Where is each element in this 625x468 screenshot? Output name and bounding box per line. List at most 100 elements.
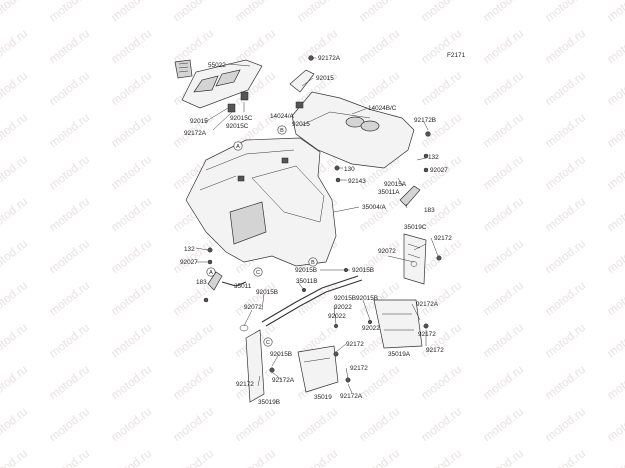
watermark-text: motod.ru bbox=[108, 152, 154, 192]
watermark-text: motod.ru bbox=[604, 446, 625, 468]
watermark-text: motod.ru bbox=[46, 236, 92, 276]
watermark-text: motod.ru bbox=[604, 26, 625, 66]
part-label: 35011B bbox=[296, 278, 318, 285]
part-label: 92015B bbox=[270, 351, 292, 358]
watermark-text: motod.ru bbox=[480, 68, 526, 108]
watermark-text: motod.ru bbox=[480, 362, 526, 402]
watermark-text: motod.ru bbox=[418, 362, 464, 402]
part-label: 183 bbox=[424, 207, 435, 214]
part-label: 92027 bbox=[180, 259, 198, 266]
watermark-text: motod.ru bbox=[46, 68, 92, 108]
part-label: 92072 bbox=[244, 304, 262, 311]
watermark-text: motod.ru bbox=[108, 110, 154, 150]
svg-text:C: C bbox=[266, 340, 270, 346]
watermark-text: motod.ru bbox=[232, 0, 278, 24]
watermark-text: motod.ru bbox=[480, 26, 526, 66]
watermark-text: motod.ru bbox=[232, 26, 278, 66]
watermark-text: motod.ru bbox=[232, 404, 278, 444]
watermark-text: motod.ru bbox=[0, 68, 30, 108]
part-label: 92015C bbox=[226, 123, 249, 130]
bracket-183-b bbox=[207, 271, 223, 291]
part-label: 92172A bbox=[184, 130, 207, 137]
part-label: 92143 bbox=[348, 178, 366, 185]
watermark-text: motod.ru bbox=[604, 362, 625, 402]
watermark-text: motod.ru bbox=[46, 194, 92, 234]
watermark-text: motod.ru bbox=[294, 0, 340, 24]
watermark-text: motod.ru bbox=[170, 320, 216, 360]
watermark-text: motod.ru bbox=[356, 194, 402, 234]
watermark-text: motod.ru bbox=[418, 446, 464, 468]
watermark-text: motod.ru bbox=[46, 446, 92, 468]
watermark-text: motod.ru bbox=[356, 446, 402, 468]
watermark-text: motod.ru bbox=[232, 446, 278, 468]
watermark-text: motod.ru bbox=[480, 194, 526, 234]
part-label: 35019 bbox=[314, 394, 332, 401]
watermark-text: motod.ru bbox=[46, 278, 92, 318]
svg-text:A: A bbox=[209, 270, 213, 276]
watermark-text: motod.ru bbox=[108, 278, 154, 318]
watermark-text: motod.ru bbox=[46, 110, 92, 150]
watermark-text: motod.ru bbox=[356, 404, 402, 444]
watermark-text: motod.ru bbox=[294, 404, 340, 444]
watermark-text: motod.ru bbox=[480, 0, 526, 24]
stay-35011b bbox=[261, 275, 363, 327]
watermark-text: motod.ru bbox=[604, 0, 625, 24]
callout-marker-c: C bbox=[253, 267, 263, 277]
watermark-text: motod.ru bbox=[0, 446, 30, 468]
mud-flap-35019 bbox=[297, 345, 339, 393]
watermark-text: motod.ru bbox=[542, 26, 588, 66]
part-label: 92015 bbox=[190, 118, 208, 125]
part-label: 92172A bbox=[416, 301, 439, 308]
mud-flap-35019a bbox=[373, 299, 423, 349]
watermark-text: motod.ru bbox=[170, 404, 216, 444]
watermark-text: motod.ru bbox=[418, 0, 464, 24]
watermark-text: motod.ru bbox=[108, 68, 154, 108]
watermark-text: motod.ru bbox=[542, 404, 588, 444]
watermark-text: motod.ru bbox=[0, 152, 30, 192]
svg-text:C: C bbox=[256, 270, 260, 276]
part-label: 35019B bbox=[258, 399, 280, 406]
part-label: 35019A bbox=[388, 351, 411, 358]
watermark-text: motod.ru bbox=[46, 0, 92, 24]
watermark-text: motod.ru bbox=[604, 194, 625, 234]
watermark-text: motod.ru bbox=[108, 404, 154, 444]
part-label: 92015B bbox=[352, 267, 374, 274]
figure-reference: F2171 bbox=[447, 52, 466, 59]
bracket-tag-icon bbox=[174, 59, 193, 79]
watermark-text: motod.ru bbox=[170, 26, 216, 66]
part-label: 132 bbox=[184, 246, 195, 253]
watermark-text: motod.ru bbox=[604, 320, 625, 360]
watermark-text: motod.ru bbox=[604, 110, 625, 150]
part-label: 92022 bbox=[334, 304, 352, 311]
part-label: 130 bbox=[344, 166, 355, 173]
inner-panel-55022 bbox=[181, 59, 263, 113]
watermark-text: motod.ru bbox=[542, 278, 588, 318]
watermark-text: motod.ru bbox=[356, 68, 402, 108]
part-label: 92072 bbox=[378, 248, 396, 255]
watermark-text: motod.ru bbox=[108, 26, 154, 66]
watermark-text: motod.ru bbox=[418, 26, 464, 66]
watermark-text: motod.ru bbox=[108, 194, 154, 234]
watermark-text: motod.ru bbox=[418, 68, 464, 108]
part-label: 92172 bbox=[418, 331, 436, 338]
watermark-text: motod.ru bbox=[480, 404, 526, 444]
svg-text:A: A bbox=[236, 144, 240, 150]
watermark-text: motod.ru bbox=[480, 236, 526, 276]
watermark-text: motod.ru bbox=[604, 68, 625, 108]
part-label: 183 bbox=[196, 279, 207, 286]
watermark-text: motod.ru bbox=[542, 236, 588, 276]
part-label: 92022 bbox=[328, 313, 346, 320]
watermark-text: motod.ru bbox=[108, 320, 154, 360]
part-label: 92015C bbox=[230, 115, 253, 122]
part-label: 92172 bbox=[236, 381, 254, 388]
part-labels: 55022 92015 92015C 92172A 92015C 92172A … bbox=[180, 55, 452, 406]
watermark-text: motod.ru bbox=[170, 446, 216, 468]
watermark-text: motod.ru bbox=[604, 278, 625, 318]
part-label: 92172A bbox=[340, 393, 363, 400]
watermark-text: motod.ru bbox=[542, 152, 588, 192]
watermark-text: motod.ru bbox=[170, 362, 216, 402]
watermark-text: motod.ru bbox=[542, 110, 588, 150]
mud-flap-35019b bbox=[245, 329, 265, 403]
watermark-text: motod.ru bbox=[46, 320, 92, 360]
